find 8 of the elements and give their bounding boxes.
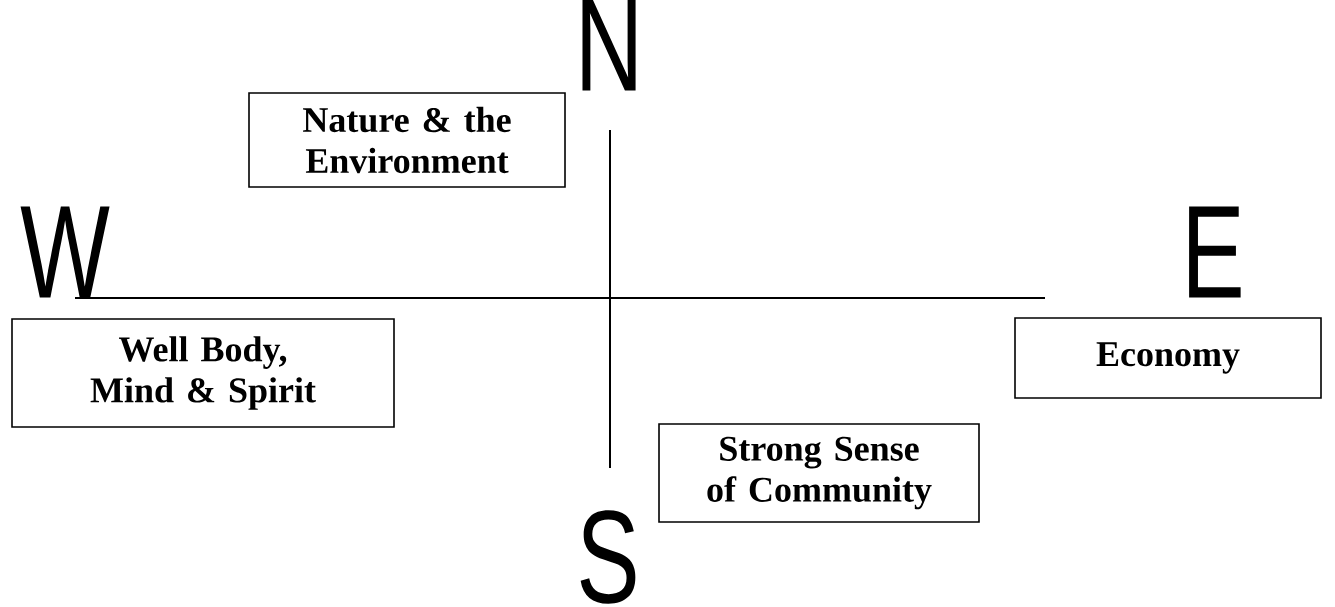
compass-letter: E [1189, 206, 1241, 298]
text-box: Nature & the Environment [248, 92, 566, 188]
compass-letter: N [582, 0, 636, 91]
text-box: Well Body, Mind & Spirit [11, 318, 395, 428]
text-box: Strong Sense of Community [658, 423, 980, 523]
compass-letter: W [20, 206, 110, 298]
text-box: Economy [1014, 317, 1322, 399]
compass-letter: S [580, 510, 636, 604]
